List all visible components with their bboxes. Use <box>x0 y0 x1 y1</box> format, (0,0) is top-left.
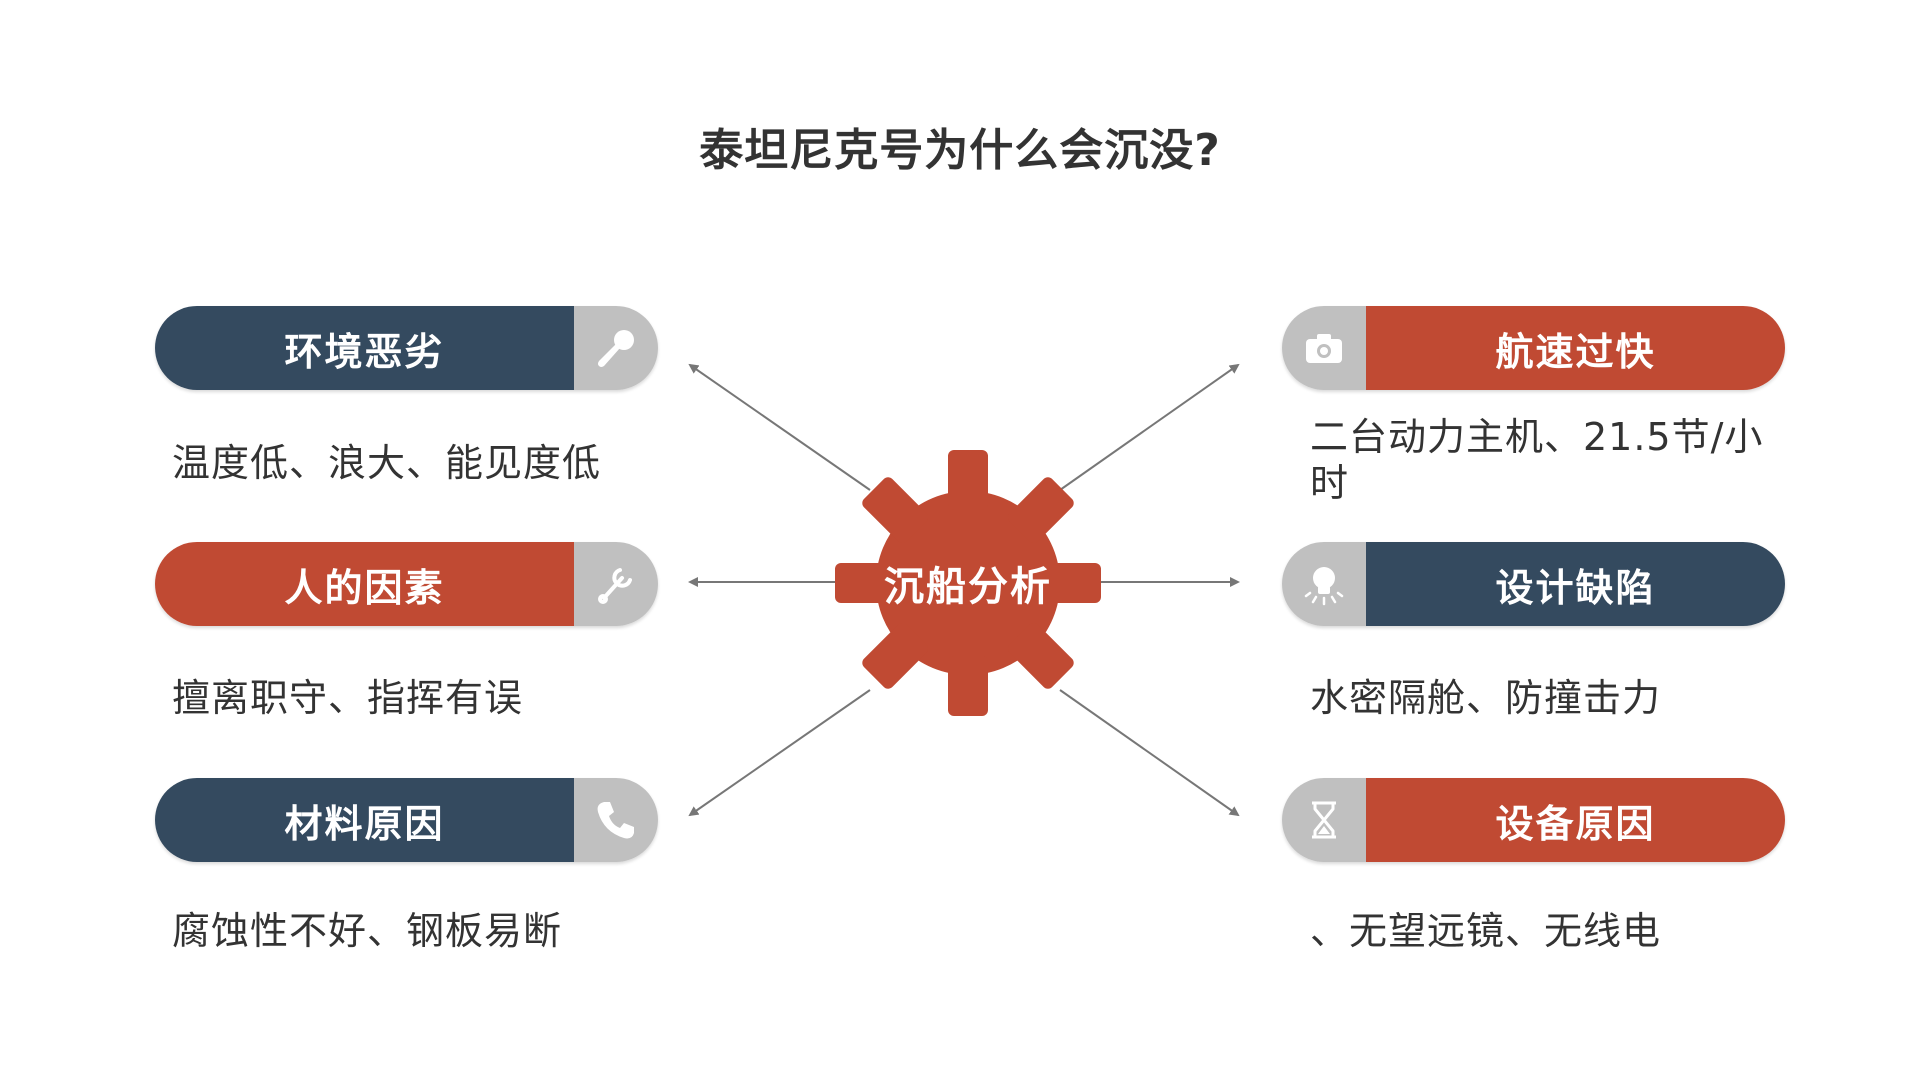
center-label: 沉船分析 <box>884 564 1052 610</box>
factor-label: 材料原因 <box>155 778 574 862</box>
factor-environment: 环境恶劣 <box>155 306 658 390</box>
factor-label: 航速过快 <box>1366 306 1785 390</box>
factor-label: 环境恶劣 <box>155 306 574 390</box>
lightbulb-icon <box>1282 542 1366 626</box>
factor-human: 人的因素 <box>155 542 658 626</box>
gear-icon <box>835 450 1101 716</box>
arrow-to-environment <box>688 363 871 491</box>
factor-description: 温度低、浪大、能见度低 <box>172 441 602 485</box>
factor-label: 设计缺陷 <box>1366 542 1785 626</box>
factor-description: 二台动力主机、21.5节/小时 <box>1310 415 1764 505</box>
center-gear: 沉船分析 <box>832 447 1104 719</box>
factor-label: 设备原因 <box>1366 778 1785 862</box>
factor-design: 设计缺陷 <box>1282 542 1785 626</box>
page-title: 泰坦尼克号为什么会沉没? <box>699 125 1221 176</box>
arrow-to-speed <box>1059 363 1240 491</box>
arrow-to-equipment <box>1059 689 1240 817</box>
factor-material: 材料原因 <box>155 778 658 862</box>
hourglass-icon <box>1282 778 1366 862</box>
microphone-icon <box>574 306 658 390</box>
factor-equipment: 设备原因 <box>1282 778 1785 862</box>
factor-description: 水密隔舱、防撞击力 <box>1310 676 1662 720</box>
factor-description: 擅离职守、指挥有误 <box>172 676 524 720</box>
factor-label: 人的因素 <box>155 542 574 626</box>
arrow-to-material <box>688 689 871 817</box>
factor-speed: 航速过快 <box>1282 306 1785 390</box>
factor-description: 腐蚀性不好、钢板易断 <box>172 909 563 953</box>
factor-description: 、无望远镜、无线电 <box>1310 909 1662 953</box>
wrench-icon <box>574 542 658 626</box>
camera-icon <box>1282 306 1366 390</box>
phone-icon <box>574 778 658 862</box>
